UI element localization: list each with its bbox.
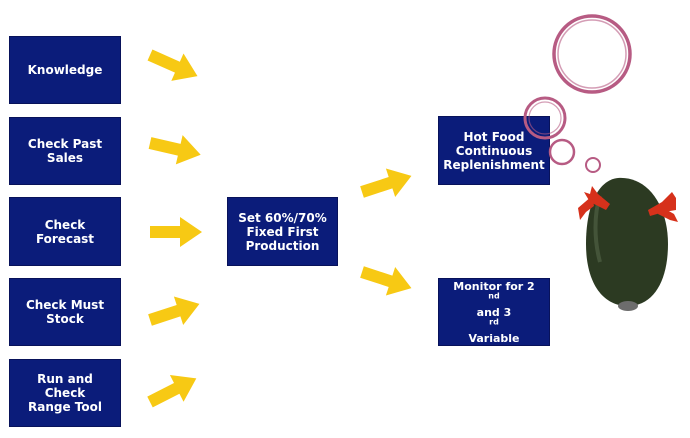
input-box-run-and-check-range-tool: Run and Check Range Tool xyxy=(9,359,121,427)
output-box-label-line: Replenishment xyxy=(443,157,545,172)
output-box-label-part: and 3 xyxy=(476,305,512,319)
input-box-check-past-sales: Check Past Sales xyxy=(9,117,121,185)
input-box-label-line: Stock xyxy=(46,312,84,326)
output-box-label-part: Variable xyxy=(468,331,520,345)
center-box-label-line: Fixed First xyxy=(246,224,319,239)
input-box-check-forecast: Check Forecast xyxy=(9,197,121,266)
output-box-label-line: Hot Food xyxy=(463,129,525,144)
ordinal-suffix: rd xyxy=(489,316,499,326)
output-box-label-line: All Other Food xyxy=(449,266,539,280)
output-box-label-line: Productions xyxy=(456,344,532,358)
input-box-label: Check Past Sales xyxy=(27,137,103,165)
input-box-label-line: Check Must xyxy=(25,298,105,312)
input-box-knowledge: Knowledge xyxy=(9,36,121,104)
input-box-check-must-stock: Check Must Stock xyxy=(9,278,121,346)
output-box-label-line: Continuous xyxy=(455,143,533,158)
output-box-label-part: Monitor for 2 xyxy=(453,279,535,293)
ordinal-suffix: nd xyxy=(488,290,500,300)
avocado-crab-icon xyxy=(578,177,678,311)
input-box-label: Knowledge xyxy=(27,63,103,77)
input-box-label-line: Run and Check xyxy=(37,372,93,400)
input-box-label-line: Range Tool xyxy=(28,400,102,414)
center-box-label-line: Production xyxy=(245,238,320,253)
center-box-label-line: Set 60%/70% xyxy=(238,210,327,225)
input-box-label: Check Forecast xyxy=(35,217,95,246)
thought-bubble-icon xyxy=(523,14,632,173)
center-box-fixed-first-production: Set 60%/70% Fixed First Production xyxy=(227,197,338,266)
output-box-hot-food: Hot Food Continuous Replenishment xyxy=(438,116,550,185)
